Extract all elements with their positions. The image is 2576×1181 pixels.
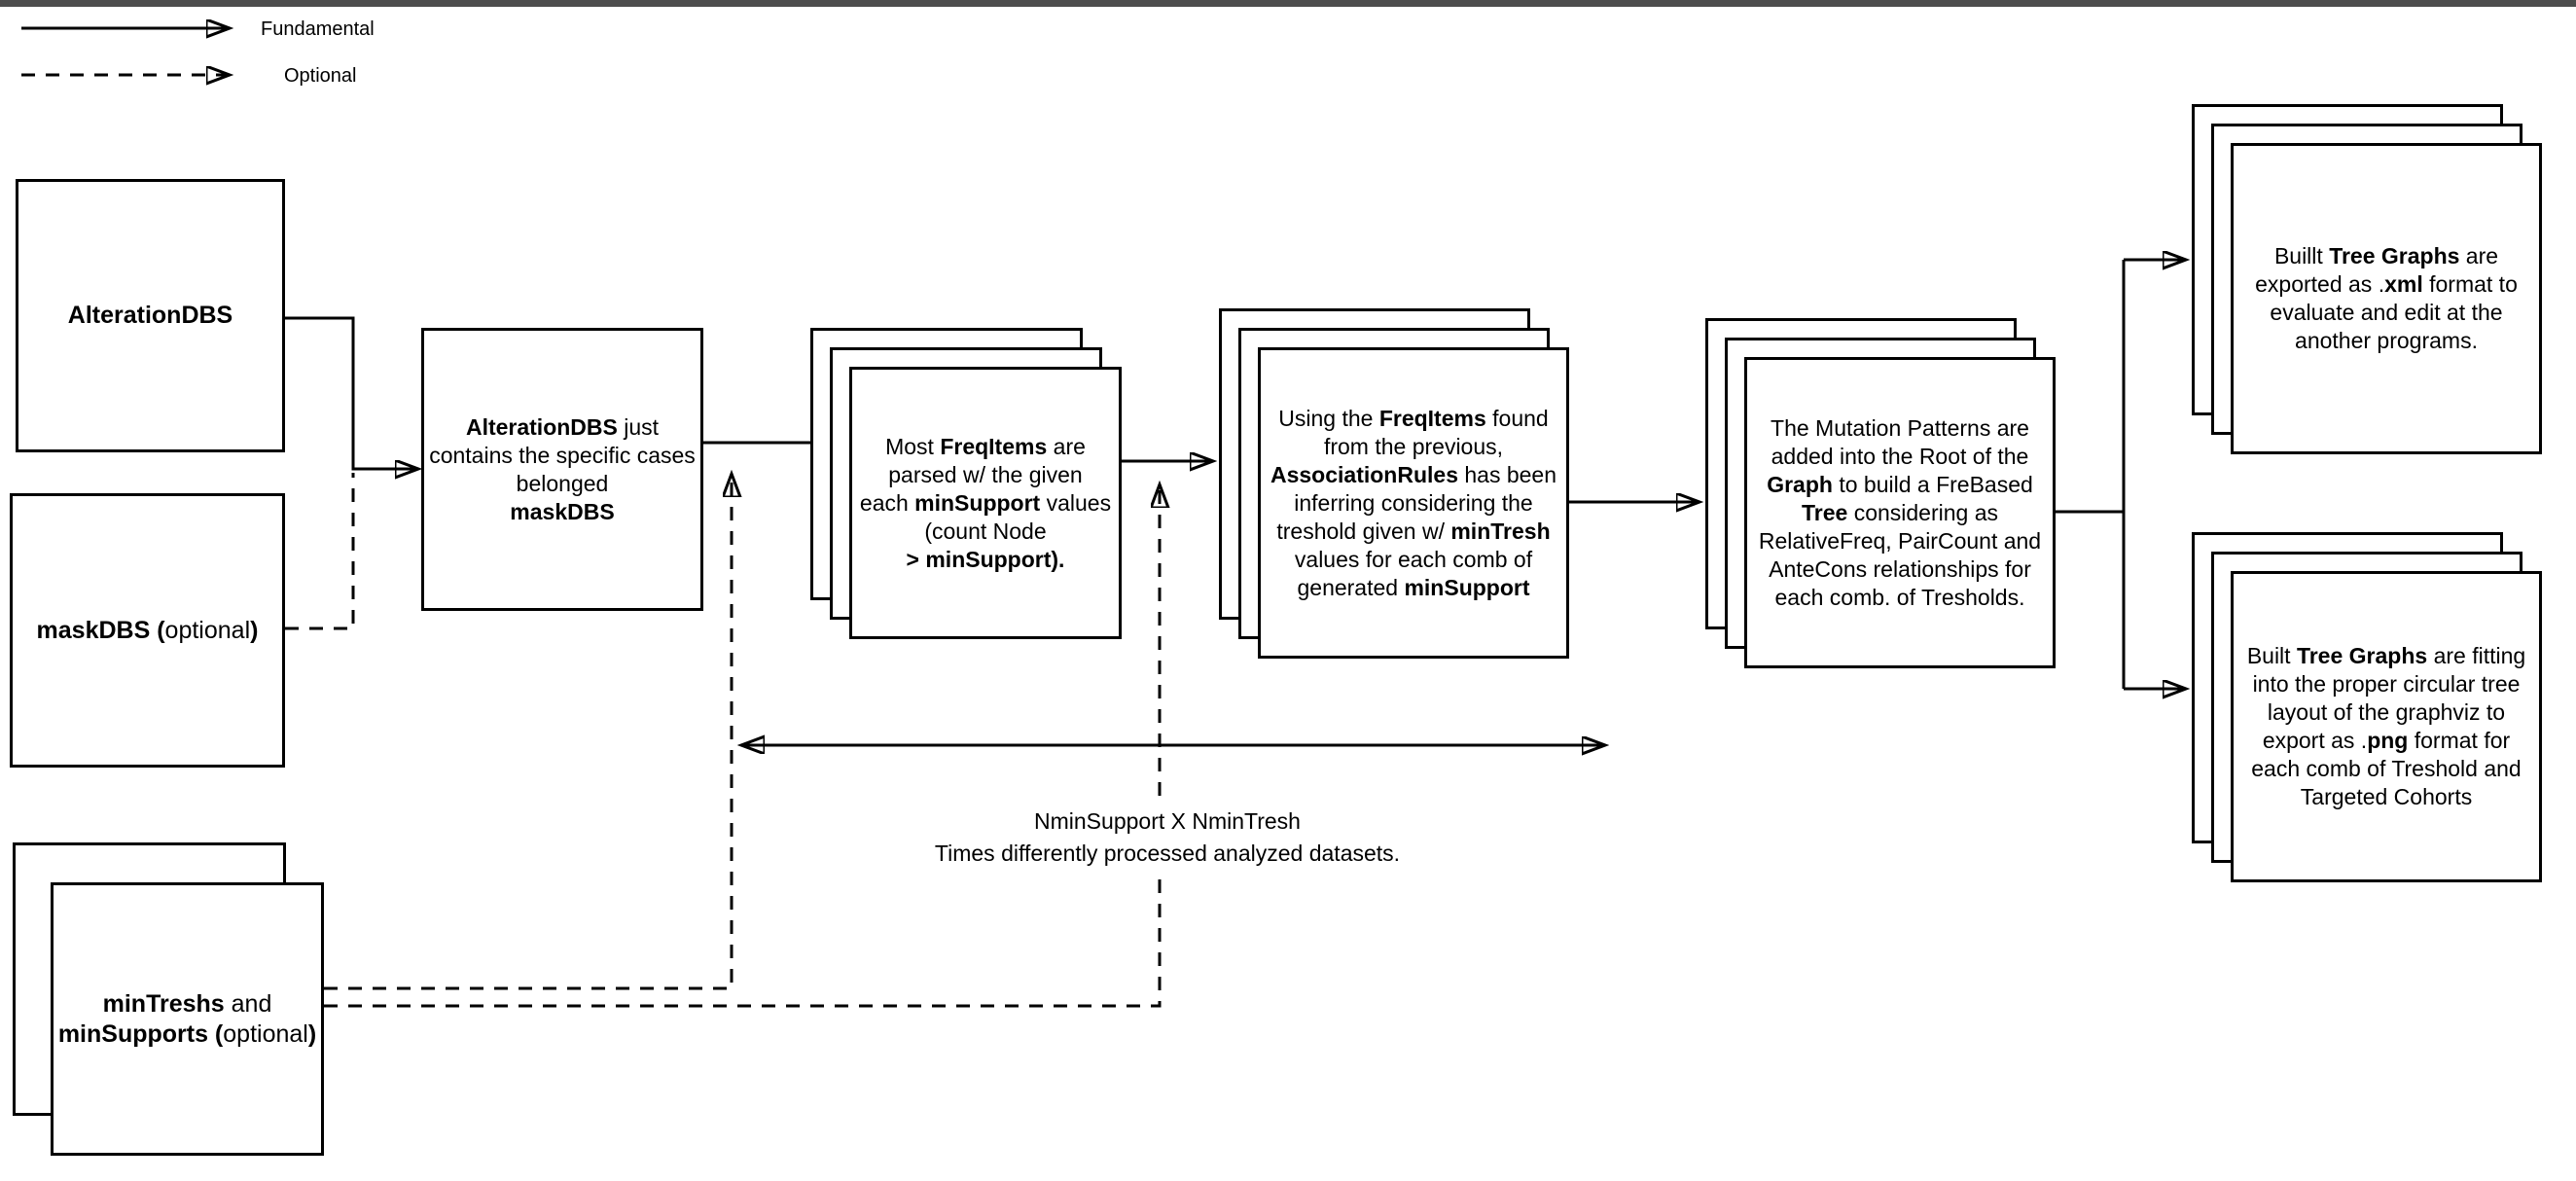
- connector-params-to-associationrules-dashed: [324, 484, 1160, 1008]
- node-maskdbs: maskDBS (optional): [10, 493, 285, 768]
- connector-alterationdbs-to-filter: [285, 316, 418, 469]
- multiplicity-annotation-line1: NminSupport X NminTresh: [1034, 808, 1301, 834]
- legend-optional-label: Optional: [284, 65, 357, 87]
- multiplicity-annotation: NminSupport X NminTresh Times differentl…: [924, 802, 1411, 874]
- node-alterationdbs: AlterationDBS: [16, 179, 285, 452]
- connector-maskdbs-optional: [285, 473, 355, 630]
- top-border: [0, 0, 2576, 7]
- legend-fundamental-label: Fundamental: [261, 18, 375, 40]
- multiplicity-annotation-line2: Times differently processed analyzed dat…: [934, 841, 1401, 866]
